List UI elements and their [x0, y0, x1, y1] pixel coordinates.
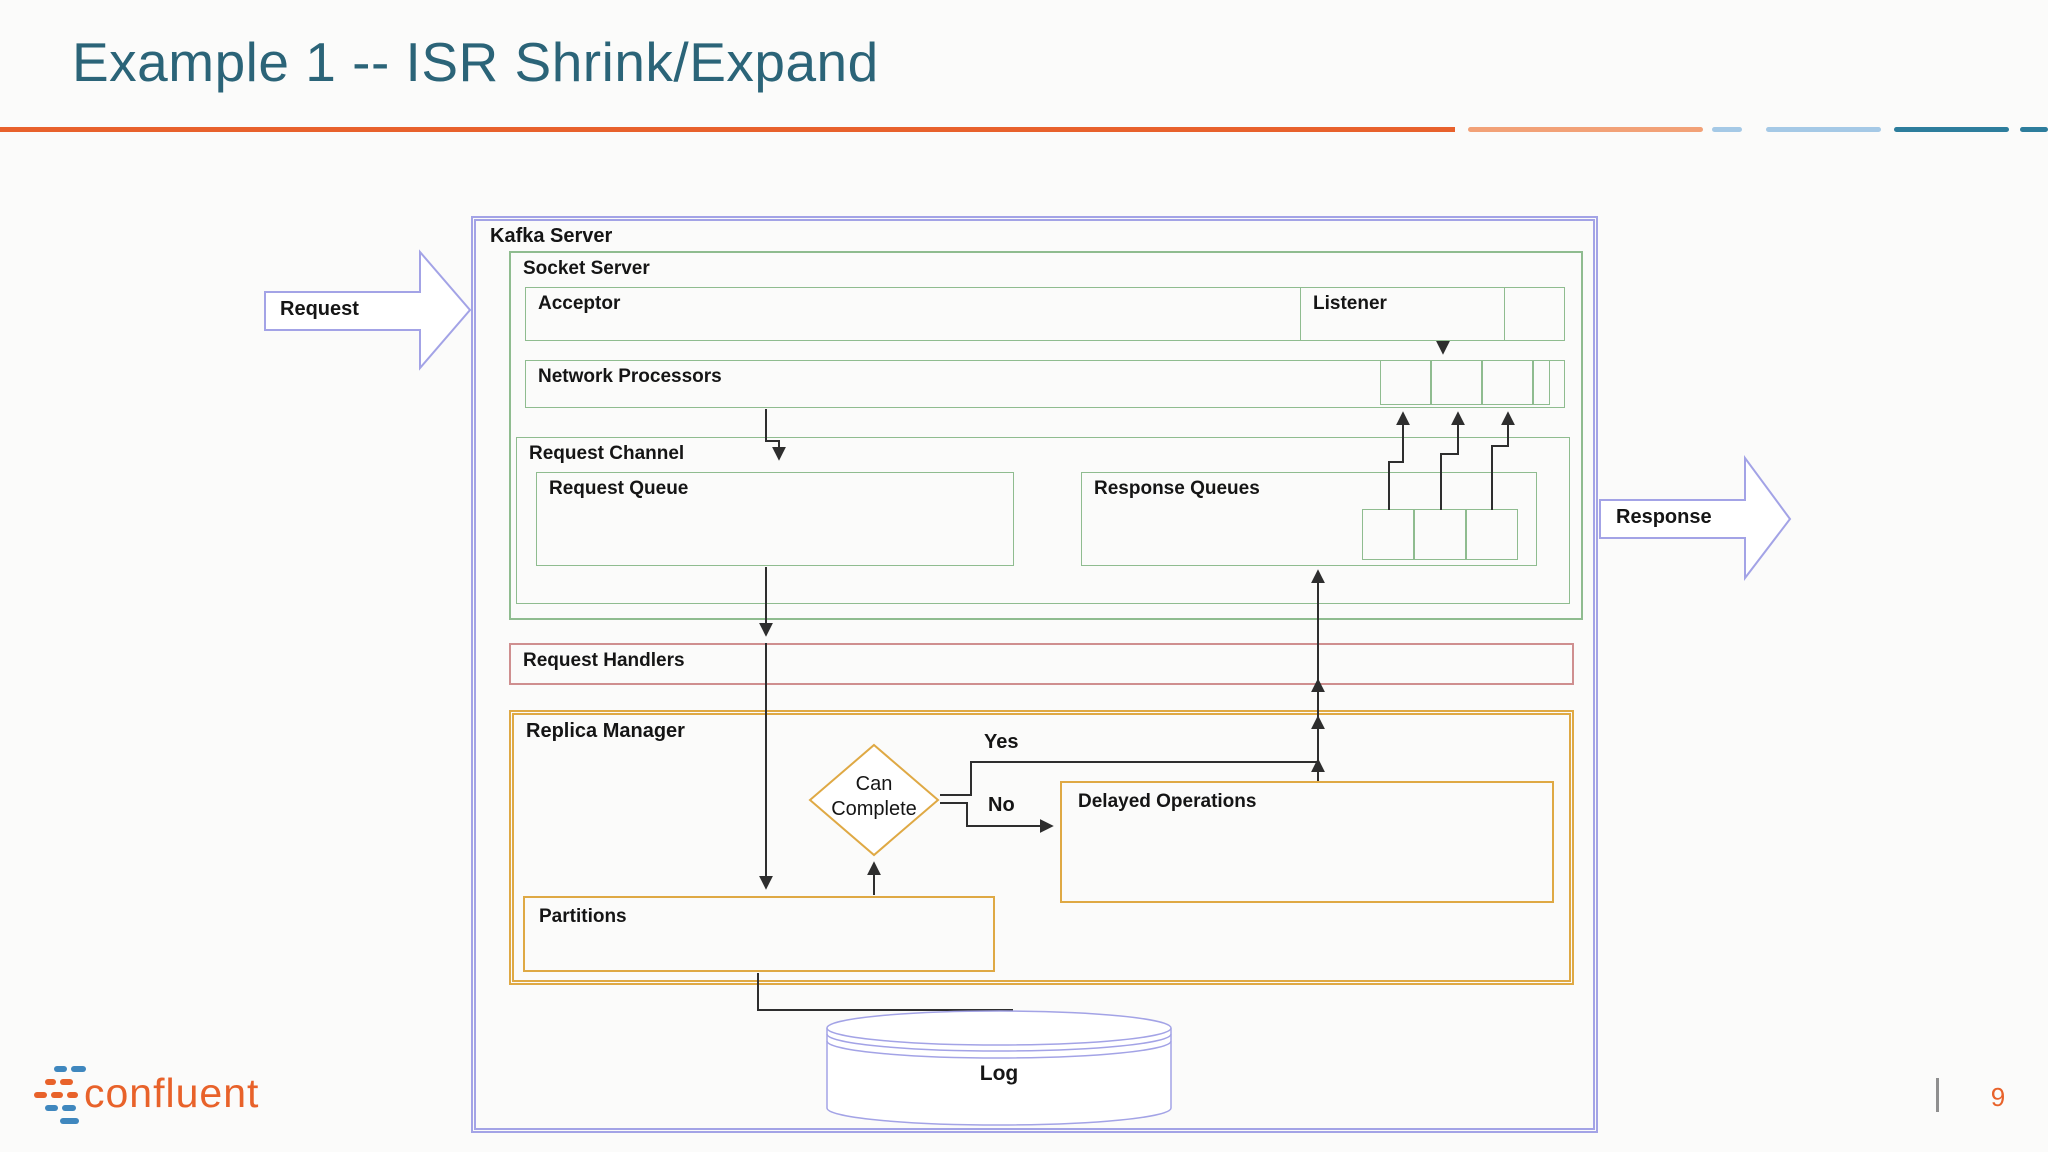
footer-divider [1936, 1078, 1939, 1112]
rule-segment-light-orange [1468, 127, 1703, 132]
response-queues-label: Response Queues [1094, 478, 1260, 499]
logo-dash [60, 1079, 73, 1085]
network-processor-cell [1482, 360, 1533, 405]
socket-server-box: Socket Server [509, 251, 1583, 620]
acceptor-label: Acceptor [538, 293, 621, 314]
network-processor-cell [1380, 360, 1431, 405]
rule-segment-teal [2020, 127, 2048, 132]
rule-segment-light-blue [1712, 127, 1742, 132]
logo-dash [62, 1105, 76, 1111]
network-processor-cell [1431, 360, 1482, 405]
rule-segment-teal [1894, 127, 2009, 132]
request-arrow-label: Request [280, 298, 359, 320]
response-arrow-label: Response [1616, 506, 1712, 528]
replica-manager-label: Replica Manager [526, 720, 685, 742]
logo-dash [45, 1079, 56, 1085]
partitions-label: Partitions [539, 906, 627, 927]
listener-box: Listener [1300, 287, 1505, 341]
logo-dash [54, 1066, 67, 1072]
logo-dash [71, 1066, 86, 1072]
logo-dash [51, 1092, 63, 1098]
response-queue-cell [1362, 509, 1414, 560]
logo-dash [67, 1092, 78, 1098]
kafka-server-label: Kafka Server [490, 225, 613, 247]
can-complete-label: Can Complete [831, 773, 917, 820]
delayed-operations-label: Delayed Operations [1078, 791, 1257, 812]
partitions-box: Partitions [523, 896, 995, 972]
yes-label: Yes [984, 731, 1019, 753]
logo-dash [34, 1092, 47, 1098]
listener-label: Listener [1313, 293, 1387, 314]
request-queue-box: Request Queue [536, 472, 1014, 566]
request-handlers-box: Request Handlers [509, 643, 1574, 685]
response-queue-cell [1414, 509, 1466, 560]
socket-server-label: Socket Server [523, 258, 650, 279]
acceptor-box: Acceptor [525, 287, 1565, 341]
log-label: Log [979, 1062, 1019, 1085]
response-queue-cell [1466, 509, 1518, 560]
request-handlers-label: Request Handlers [523, 650, 685, 671]
confluent-logo-icon [34, 1064, 94, 1126]
replica-manager-box: Replica Manager [509, 710, 1574, 985]
rule-segment-light-blue [1766, 127, 1881, 132]
network-processors-box: Network Processors [525, 360, 1565, 408]
kafka-server-box: Kafka Server [471, 216, 1598, 1133]
no-label: No [988, 794, 1015, 816]
request-queue-label: Request Queue [549, 478, 689, 499]
network-processors-label: Network Processors [538, 366, 722, 387]
logo-dash [60, 1118, 79, 1124]
request-channel-box: Request Channel [516, 437, 1570, 604]
delayed-operations-box: Delayed Operations [1060, 781, 1554, 903]
rule-segment-orange [0, 127, 1455, 132]
response-queues-box: Response Queues [1081, 472, 1537, 566]
page-title: Example 1 -- ISR Shrink/Expand [72, 31, 879, 93]
confluent-logo-text: confluent [84, 1070, 260, 1116]
page-number: 9 [1990, 1082, 2006, 1112]
logo-dash [45, 1105, 58, 1111]
network-processor-cell [1533, 360, 1550, 405]
request-channel-label: Request Channel [529, 443, 685, 464]
